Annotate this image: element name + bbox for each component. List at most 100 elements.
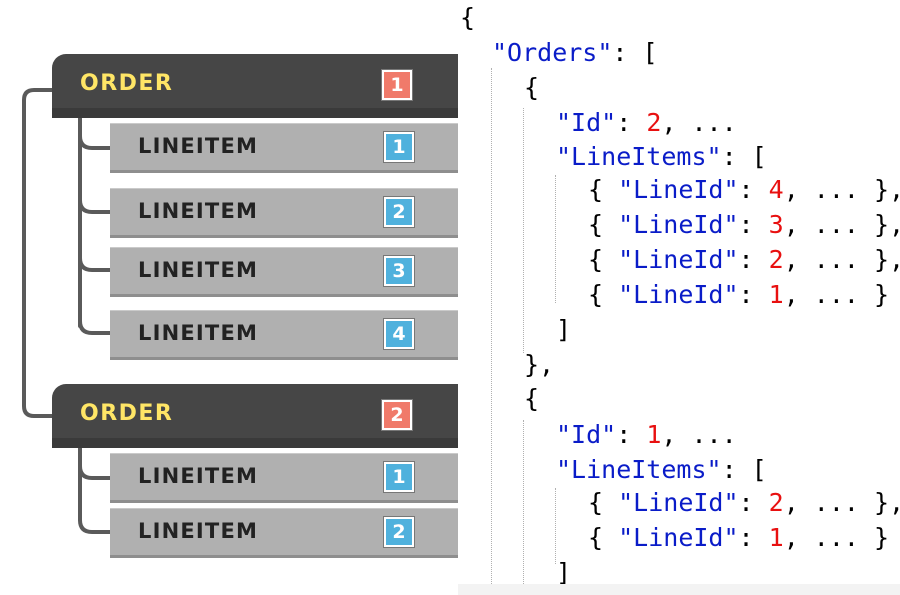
json-key: "LineId" xyxy=(618,488,739,517)
json-key: "Id" xyxy=(556,108,617,137)
order-node: ORDER 2 xyxy=(52,384,458,448)
lineitem-node: LINEITEM 1 xyxy=(110,123,458,173)
lineitem-number-badge: 1 xyxy=(384,462,414,492)
json-punctuation: : xyxy=(616,420,647,449)
lineitem-number-badge: 2 xyxy=(384,517,414,547)
json-punctuation: , ... }, xyxy=(783,488,900,517)
indent-guide xyxy=(523,108,524,353)
json-punctuation: { xyxy=(524,73,540,102)
json-key: "Id" xyxy=(556,420,617,449)
lineitem-connector xyxy=(78,198,112,214)
code-line: "LineItems": [ xyxy=(556,142,767,172)
lineitem-number-badge: 4 xyxy=(384,319,414,349)
json-punctuation: { xyxy=(588,175,619,204)
lineitem-label: LINEITEM xyxy=(138,464,259,488)
json-punctuation: , ... xyxy=(661,108,737,137)
lineitem-node: LINEITEM 3 xyxy=(110,247,458,297)
json-punctuation: , ... } xyxy=(783,523,890,552)
json-punctuation: { xyxy=(588,523,619,552)
lineitem-node: LINEITEM 2 xyxy=(110,188,458,238)
json-punctuation: { xyxy=(588,210,619,239)
lineitem-label: LINEITEM xyxy=(138,519,259,543)
code-line: { "LineId": 2, ... }, xyxy=(588,488,900,518)
lineitem-connector xyxy=(78,134,112,150)
code-line: { "LineId": 3, ... }, xyxy=(588,210,900,240)
order-label: ORDER xyxy=(80,401,174,426)
code-line: { "LineId": 1, ... } xyxy=(588,280,889,310)
indent-guide xyxy=(555,488,556,564)
json-punctuation: : xyxy=(738,245,769,274)
json-punctuation: { xyxy=(460,3,476,32)
code-line: "Id": 2, ... xyxy=(556,108,737,138)
code-line: "LineItems": [ xyxy=(556,455,767,485)
json-key: "LineId" xyxy=(618,210,739,239)
code-line: ] xyxy=(556,558,571,584)
indent-guide xyxy=(523,420,524,584)
json-punctuation: { xyxy=(588,245,619,274)
lineitem-label: LINEITEM xyxy=(138,199,259,223)
json-code-view: {"Orders": [{"Id": 2, ..."LineItems": [{… xyxy=(458,0,900,584)
json-number: 1 xyxy=(768,523,784,552)
lineitem-connector xyxy=(78,256,112,272)
lineitem-label: LINEITEM xyxy=(138,321,259,345)
order-tree-diagram: ORDER 1 LINEITEM 1 LINEITEM 2 LINEITEM 3… xyxy=(22,54,458,558)
code-line: { "LineId": 1, ... } xyxy=(588,523,889,553)
code-line: { "LineId": 4, ... }, xyxy=(588,175,900,205)
order-label: ORDER xyxy=(80,71,174,96)
json-key: "LineItems" xyxy=(556,142,722,171)
code-line: { "LineId": 2, ... }, xyxy=(588,245,900,275)
json-key: "LineId" xyxy=(618,245,739,274)
code-line: { xyxy=(524,384,539,414)
json-punctuation: , ... }, xyxy=(783,210,900,239)
lineitem-label: LINEITEM xyxy=(138,258,259,282)
code-line: "Orders": [ xyxy=(492,38,658,68)
tree-connectors xyxy=(22,88,112,534)
json-punctuation: : xyxy=(738,175,769,204)
json-punctuation: : xyxy=(738,523,769,552)
code-line: { xyxy=(460,3,475,33)
lineitem-node: LINEITEM 1 xyxy=(110,453,458,503)
json-key: "Orders" xyxy=(492,38,613,67)
json-number: 3 xyxy=(768,210,784,239)
json-punctuation: ] xyxy=(556,315,572,344)
json-key: "LineItems" xyxy=(556,455,722,484)
root-connector xyxy=(22,88,54,418)
json-punctuation: : [ xyxy=(721,142,767,171)
lineitem-number-badge: 1 xyxy=(384,132,414,162)
json-number: 2 xyxy=(768,488,784,517)
json-punctuation: { xyxy=(524,384,540,413)
json-punctuation: , ... }, xyxy=(783,175,900,204)
lineitem-node: LINEITEM 4 xyxy=(110,310,458,360)
json-punctuation: { xyxy=(588,488,619,517)
json-key: "LineId" xyxy=(618,175,739,204)
json-punctuation: ] xyxy=(556,558,572,584)
json-punctuation: , ... }, xyxy=(783,245,900,274)
json-number: 4 xyxy=(768,175,784,204)
indent-guide xyxy=(555,175,556,303)
json-number: 1 xyxy=(646,420,662,449)
lineitem-number-badge: 3 xyxy=(384,256,414,286)
code-line: }, xyxy=(524,350,554,380)
code-line: { xyxy=(524,73,539,103)
json-punctuation: { xyxy=(588,280,619,309)
order-number-badge: 2 xyxy=(382,400,412,430)
json-punctuation: : xyxy=(738,488,769,517)
lineitem-number-badge: 2 xyxy=(384,197,414,227)
code-line: "Id": 1, ... xyxy=(556,420,737,450)
order-node: ORDER 1 xyxy=(52,54,458,118)
code-panel-bottom-edge xyxy=(458,584,900,595)
json-number: 2 xyxy=(768,245,784,274)
code-line: ] xyxy=(556,315,571,345)
json-punctuation: , ... xyxy=(661,420,737,449)
json-punctuation: : [ xyxy=(612,38,658,67)
json-key: "LineId" xyxy=(618,280,739,309)
json-punctuation: : xyxy=(738,210,769,239)
order-number-badge: 1 xyxy=(382,70,412,100)
lineitem-connector xyxy=(78,464,112,480)
lineitem-connector xyxy=(78,319,112,335)
json-number: 1 xyxy=(768,280,784,309)
json-punctuation: : [ xyxy=(721,455,767,484)
json-punctuation: : xyxy=(616,108,647,137)
json-punctuation: : xyxy=(738,280,769,309)
json-punctuation: }, xyxy=(524,350,555,379)
